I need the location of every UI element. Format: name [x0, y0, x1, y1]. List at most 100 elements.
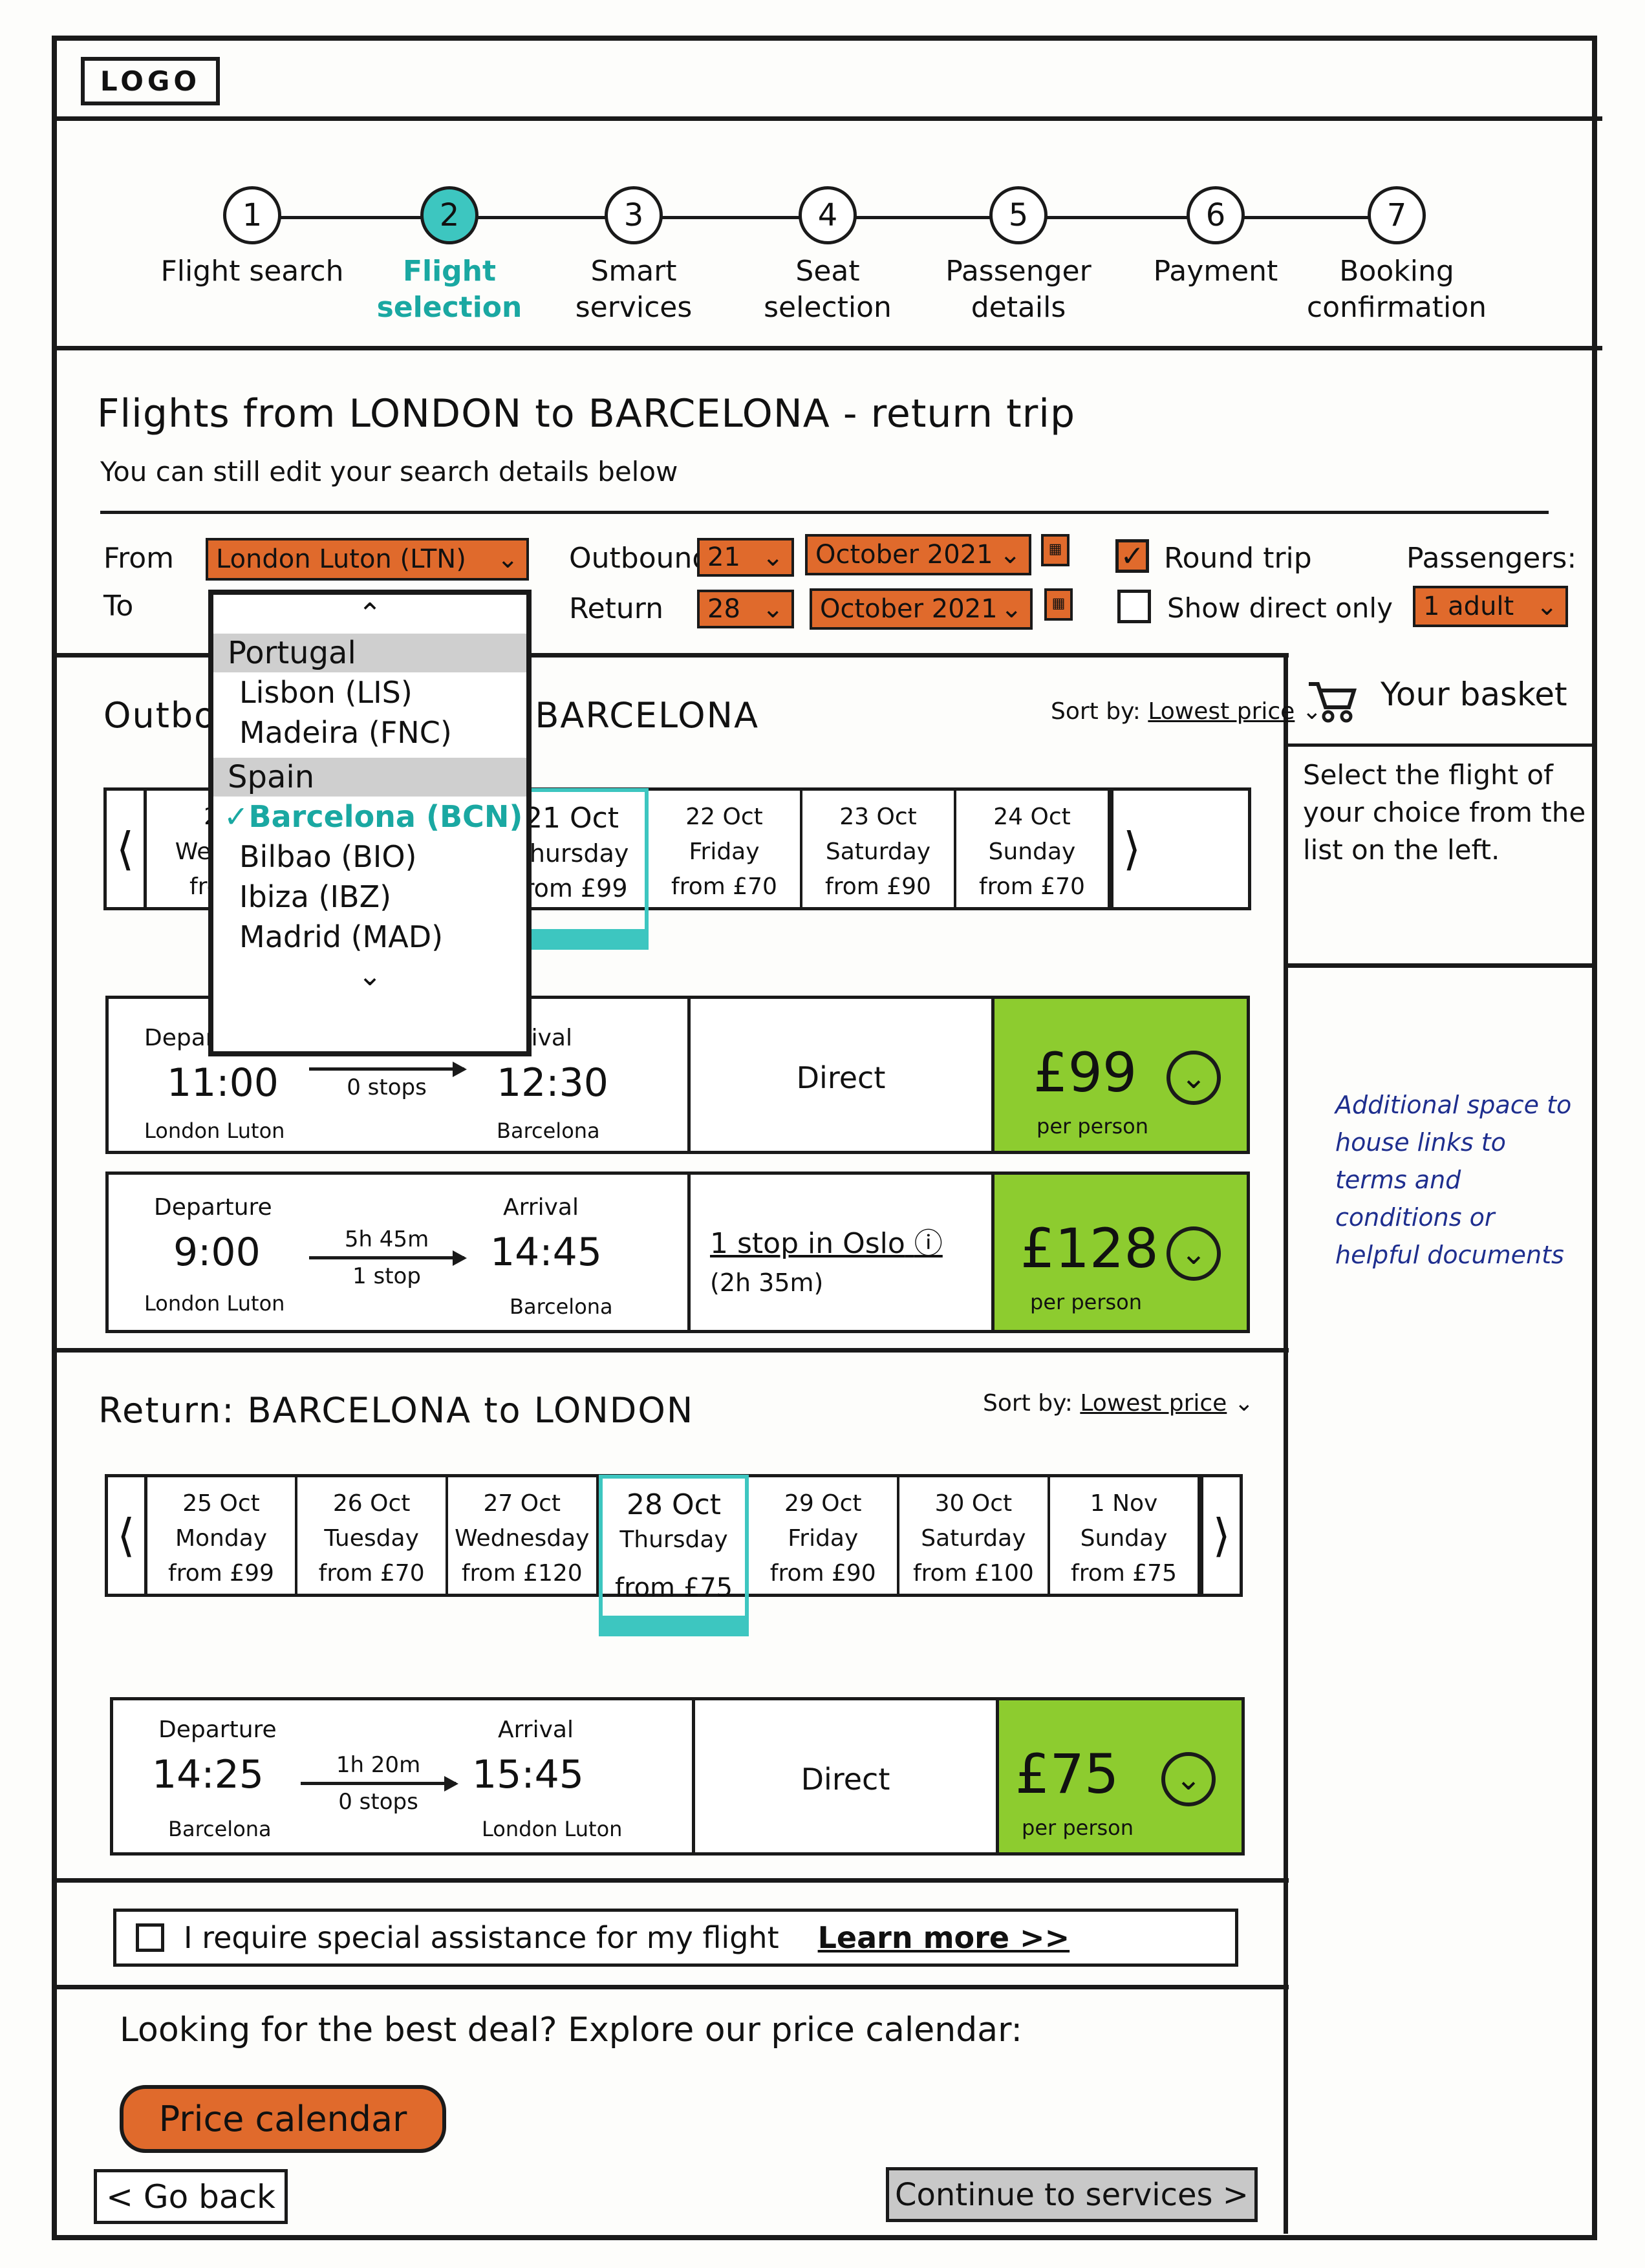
price-cell[interactable]: £99 per person ⌄ — [995, 999, 1247, 1151]
price-calendar-button[interactable]: Price calendar — [120, 2085, 446, 2153]
return-month-select[interactable]: October 2021 ⌄ — [810, 588, 1033, 630]
chevron-down-icon[interactable]: ⌄ — [1167, 1051, 1221, 1105]
step-flight-search[interactable]: 1 Flight search — [155, 186, 349, 290]
go-back-button[interactable]: < Go back — [94, 2169, 288, 2224]
chevron-right-icon[interactable]: ⟩ — [1200, 1477, 1240, 1594]
step-label: Smart services — [575, 255, 693, 324]
page-frame — [52, 36, 1597, 2240]
chevron-up-icon[interactable]: ⌃ — [358, 597, 382, 630]
date-value: 23 Oct — [839, 804, 917, 830]
step-flight-selection[interactable]: 2 Flight selection — [352, 186, 546, 326]
learn-more-link[interactable]: Learn more >> — [817, 1920, 1070, 1955]
price-cell[interactable]: £128 per person ⌄ — [995, 1175, 1247, 1330]
outbound-month-select[interactable]: October 2021 ⌄ — [805, 534, 1031, 575]
logo[interactable]: LOGO — [81, 57, 220, 105]
flight-route: Direct — [691, 999, 995, 1151]
flight-route: Direct — [695, 1700, 999, 1852]
stopover-text: 1 stop in Oslo — [710, 1227, 905, 1260]
dropdown-option[interactable]: Ibiza (IBZ) — [239, 879, 392, 914]
header-divider — [52, 116, 1602, 121]
date-value: 26 Oct — [332, 1490, 411, 1517]
date-price: from £70 — [318, 1560, 425, 1587]
outbound-sort[interactable]: Sort by: Lowest price ⌄ — [1051, 698, 1322, 725]
chevron-down-icon: ⌄ — [1302, 698, 1322, 725]
step-label: Flight search — [160, 255, 344, 288]
arrival-city: London Luton — [482, 1817, 623, 1841]
arrival-city: Barcelona — [510, 1294, 613, 1319]
return-day-select[interactable]: 28 ⌄ — [697, 590, 794, 628]
direct-only-checkbox[interactable] — [1117, 590, 1151, 623]
to-label: To — [103, 590, 134, 623]
basket-divider — [1284, 963, 1594, 968]
dropdown-option[interactable]: Madeira (FNC) — [239, 715, 452, 750]
sort-label: Sort by: — [983, 1390, 1073, 1417]
round-trip-checkbox[interactable]: ✓ — [1115, 539, 1149, 573]
date-price: from £99 — [515, 874, 628, 903]
stepper-divider — [52, 346, 1602, 350]
stops-count: 1 stop — [352, 1263, 421, 1289]
assistance-label: I require special assistance for my flig… — [184, 1920, 779, 1955]
date-price: from £120 — [461, 1560, 583, 1587]
return-flight-1[interactable]: Departure 14:25 Barcelona 1h 20m 0 stops… — [110, 1697, 1245, 1856]
chevron-down-icon[interactable]: ⌄ — [1167, 1226, 1221, 1281]
chevron-left-icon[interactable]: ⟨ — [107, 791, 147, 907]
chevron-down-icon[interactable]: ⌄ — [358, 959, 382, 992]
departure-city: Barcelona — [168, 1817, 272, 1841]
chevron-down-icon[interactable]: ⌄ — [1161, 1752, 1216, 1806]
assistance-checkbox[interactable] — [136, 1923, 164, 1952]
main-top-divider — [57, 653, 1289, 658]
passengers-select[interactable]: 1 adult ⌄ — [1413, 586, 1568, 627]
destination-dropdown[interactable]: ⌃ Portugal Lisbon (LIS) Madeira (FNC) Sp… — [208, 590, 532, 1056]
return-month-value: October 2021 — [820, 594, 998, 624]
flight-duration: 0 stops — [309, 1062, 467, 1100]
flight-route: 1 stop in Oslo ⓘ (2h 35m) — [691, 1175, 995, 1330]
dropdown-option-selected[interactable]: ✓Barcelona (BCN) — [213, 797, 526, 837]
calendar-icon[interactable]: ▦ — [1044, 588, 1073, 621]
chevron-left-icon[interactable]: ⟨ — [108, 1477, 147, 1594]
outbound-flight-1[interactable]: Departure 11:00 London Luton 0 stops Arr… — [105, 996, 1250, 1154]
calendar-icon[interactable]: ▦ — [1041, 534, 1070, 566]
price-value: £128 — [1020, 1217, 1159, 1280]
check-icon: ✓ — [1120, 539, 1145, 573]
price-cell[interactable]: £75 per person ⌄ — [999, 1700, 1242, 1852]
stopover-link[interactable]: 1 stop in Oslo ⓘ — [710, 1220, 943, 1261]
chevron-right-icon[interactable]: ⟩ — [1110, 791, 1150, 907]
date-price: from £99 — [168, 1560, 274, 1587]
step-passenger-details[interactable]: 5 Passenger details — [921, 186, 1115, 326]
dropdown-option[interactable]: Bilbao (BIO) — [239, 839, 417, 874]
date-price: from £90 — [769, 1560, 876, 1587]
info-icon[interactable]: ⓘ — [914, 1227, 943, 1260]
sort-value: Lowest price — [1080, 1390, 1227, 1417]
step-payment[interactable]: 6 Payment — [1119, 186, 1313, 290]
return-day-value: 28 — [707, 594, 740, 624]
step-seat-selection[interactable]: 4 Seat selection — [731, 186, 925, 326]
date-value: 25 Oct — [182, 1490, 260, 1517]
basket-text: Select the flight of your choice from th… — [1303, 759, 1586, 866]
step-smart-services[interactable]: 3 Smart services — [537, 186, 731, 326]
outbound-day-select[interactable]: 21 ⌄ — [697, 538, 794, 577]
from-select[interactable]: London Luton (LTN) ⌄ — [206, 538, 529, 581]
date-value: 28 Oct — [626, 1488, 722, 1521]
route-text: Direct — [796, 1060, 886, 1095]
dropdown-option[interactable]: Lisbon (LIS) — [239, 675, 413, 710]
date-weekday: Saturday — [921, 1525, 1026, 1552]
step-booking-confirmation[interactable]: 7 Booking confirmation — [1300, 186, 1494, 326]
outbound-flight-2[interactable]: Departure 9:00 London Luton 5h 45m 1 sto… — [105, 1171, 1250, 1333]
return-sort[interactable]: Sort by: Lowest price ⌄ — [983, 1390, 1254, 1417]
dropdown-option[interactable]: Madrid (MAD) — [239, 919, 444, 954]
continue-button[interactable]: Continue to services > — [886, 2167, 1258, 2222]
return-label: Return — [569, 592, 664, 625]
step-label: Booking confirmation — [1306, 255, 1487, 324]
chevron-down-icon: ⌄ — [1536, 592, 1558, 621]
